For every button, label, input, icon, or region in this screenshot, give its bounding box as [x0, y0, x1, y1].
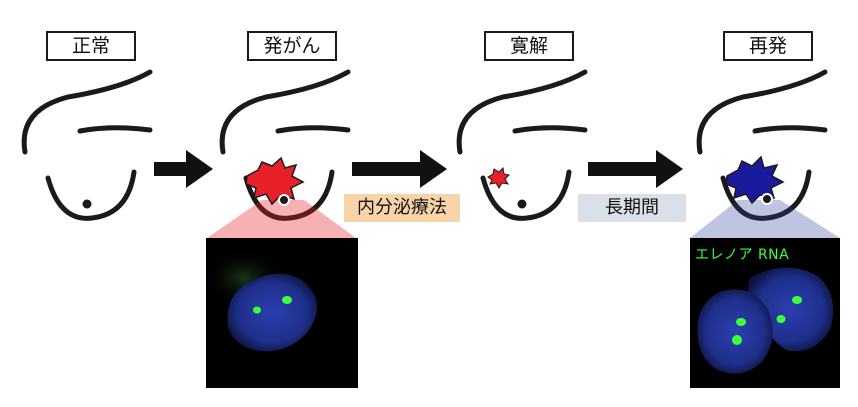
micrograph-caption: エレノア RNA — [695, 247, 790, 263]
magnification-wedge — [690, 200, 840, 238]
breast-outline-icon — [456, 69, 588, 221]
tumor-residual — [487, 166, 511, 189]
nipple-dot — [517, 199, 527, 209]
tumor-recurrent — [725, 155, 785, 205]
nipple-dot — [761, 193, 773, 205]
breast-outline-icon — [696, 69, 828, 221]
stage-label-normal: 正常 — [46, 31, 136, 61]
stage-label-recurrence: 再発 — [723, 31, 813, 61]
nucleus-image — [697, 267, 834, 374]
right-arrow-icon — [588, 150, 683, 188]
tumor-primary — [245, 156, 305, 206]
breast-outline-icon — [219, 69, 351, 221]
right-arrow-icon — [352, 150, 447, 188]
stage-label-remission: 寛解 — [484, 31, 574, 61]
stage-label-carcinogenesis: 発がん — [247, 31, 337, 61]
nipple-dot — [278, 194, 290, 206]
magnification-wedge — [207, 200, 356, 238]
breast-outline-icon — [21, 69, 153, 221]
label-long-period: 長期間 — [578, 194, 686, 222]
nipple-dot — [82, 199, 92, 209]
right-arrow-icon — [154, 150, 213, 188]
micrograph-recurrence: エレノア RNA — [690, 238, 840, 388]
micrograph-carcinogenesis — [206, 238, 358, 388]
label-treatment: 内分泌療法 — [344, 194, 460, 222]
nucleus-image — [206, 248, 318, 352]
